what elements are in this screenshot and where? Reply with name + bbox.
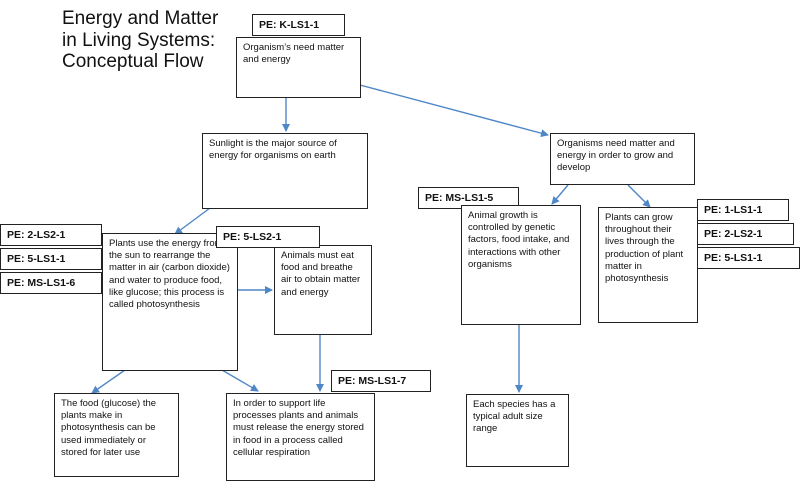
- pe-label-1-ls1-1: PE: 1-LS1-1: [697, 199, 789, 221]
- pe-label-k-ls1-1: PE: K-LS1-1: [252, 14, 345, 36]
- box-respiration: In order to support life processes plant…: [226, 393, 375, 481]
- arrow-need-to-grow: [359, 84, 549, 138]
- arrow-photosynthesis-to-glucose: [91, 369, 126, 394]
- pe-label-5-ls2-1: PE: 5-LS2-1: [216, 226, 320, 248]
- pe-label-2-ls2-1-right: PE: 2-LS2-1: [697, 223, 794, 245]
- arrow-photosynthesis-to-respiration: [221, 369, 259, 392]
- box-glucose-use: The food (glucose) the plants make in ph…: [54, 393, 179, 477]
- pe-label-5-ls1-1-right: PE: 5-LS1-1: [697, 247, 800, 269]
- box-animal-growth: Animal growth is controlled by genetic f…: [461, 205, 581, 325]
- pe-label-2-ls2-1-left: PE: 2-LS2-1: [0, 224, 102, 246]
- pe-label-ms-ls1-7: PE: MS-LS1-7: [331, 370, 431, 392]
- pe-label-5-ls1-1-left: PE: 5-LS1-1: [0, 248, 102, 270]
- pe-label-ms-ls1-6: PE: MS-LS1-6: [0, 272, 102, 294]
- box-photosynthesis: Plants use the energy from the sun to re…: [102, 233, 238, 371]
- diagram-title: Energy and Matter in Living Systems: Con…: [62, 8, 219, 72]
- arrow-grow-to-plants-grow: [627, 184, 651, 208]
- box-organisms-need: Organism’s need matter and energy: [236, 37, 361, 98]
- arrow-grow-to-animal-growth: [551, 184, 569, 205]
- arrow-sunlight-to-photosynthesis: [174, 207, 211, 235]
- box-animals-eat: Animals must eat food and breathe air to…: [274, 245, 372, 335]
- box-plants-grow: Plants can grow throughout their lives t…: [598, 207, 698, 323]
- box-adult-size: Each species has a typical adult size ra…: [466, 394, 569, 467]
- box-grow-develop: Organisms need matter and energy in orde…: [550, 133, 695, 185]
- box-sunlight: Sunlight is the major source of energy f…: [202, 133, 368, 209]
